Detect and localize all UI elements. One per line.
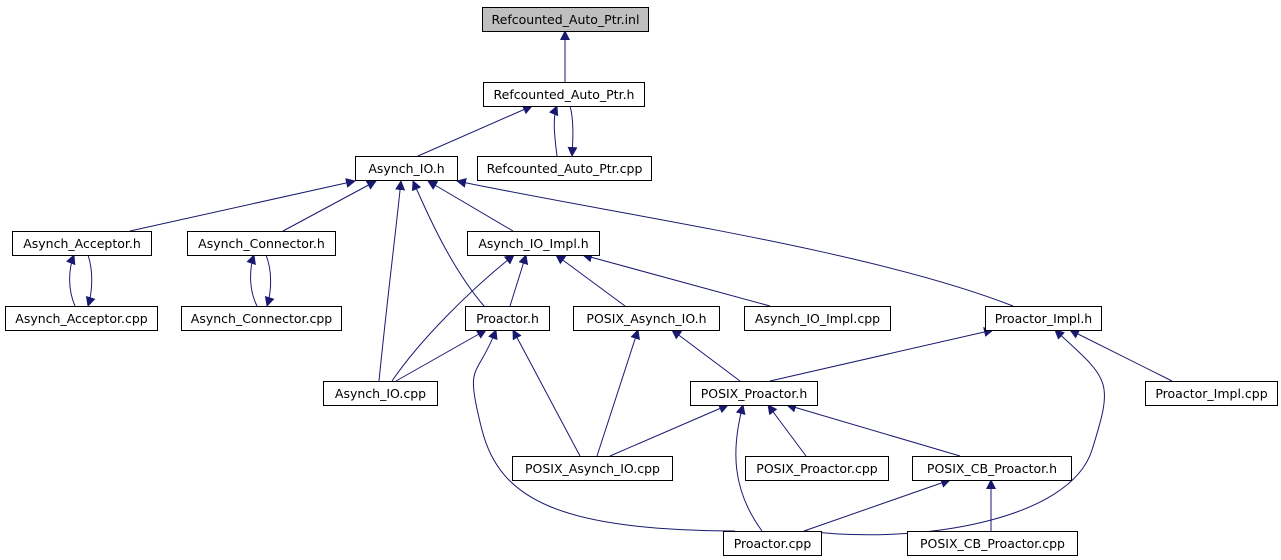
edge-ppro_cpp-to-ppro_h <box>767 404 807 457</box>
node-box <box>1145 381 1278 406</box>
node-paio_h[interactable]: POSIX_Asynch_IO.h <box>573 306 720 331</box>
node-box <box>323 381 438 406</box>
node-label: Asynch_IO.h <box>368 161 444 176</box>
node-box <box>181 306 342 331</box>
node-label: Asynch_IO.cpp <box>335 386 426 401</box>
node-aio_cpp[interactable]: Asynch_IO.cpp <box>323 381 438 406</box>
edge-pro_h-to-aioimpl_h <box>509 254 529 307</box>
node-pro_h[interactable]: Proactor.h <box>465 306 550 331</box>
node-box <box>744 306 891 331</box>
node-box <box>907 531 1078 556</box>
edge-pro_cpp-to-pro_h <box>472 329 736 532</box>
edge-aio_cpp-to-aioimpl_h <box>391 254 515 382</box>
edge-aio_h-to-rc_h <box>417 105 533 157</box>
edge-aioimpl_h-to-aio_h <box>427 180 514 232</box>
node-box <box>477 156 652 181</box>
node-label: Proactor.cpp <box>734 536 812 551</box>
node-proimpl_h[interactable]: Proactor_Impl.h <box>985 306 1102 331</box>
node-box <box>5 306 158 331</box>
node-label: POSIX_Proactor.h <box>701 386 808 401</box>
edge-pro_cpp-to-proimpl_h <box>804 329 1105 536</box>
edge-con_h-to-con_cpp <box>264 254 275 307</box>
node-box <box>512 456 673 481</box>
node-ppro_h[interactable]: POSIX_Proactor.h <box>690 381 818 406</box>
edges-layer <box>66 30 1173 536</box>
node-rc_h[interactable]: Refcounted_Auto_Ptr.h <box>483 82 645 107</box>
node-label: Proactor_Impl.h <box>995 311 1092 326</box>
edge-paio_cpp-to-pro_h <box>512 329 581 457</box>
node-box <box>12 231 152 256</box>
edge-acc_h-to-aio_h <box>129 178 356 232</box>
node-label: Asynch_Acceptor.cpp <box>15 311 147 326</box>
node-box <box>723 531 822 556</box>
node-pcb_cpp[interactable]: POSIX_CB_Proactor.cpp <box>907 531 1078 556</box>
node-paio_cpp[interactable]: POSIX_Asynch_IO.cpp <box>512 456 673 481</box>
node-aioimpl_h[interactable]: Asynch_IO_Impl.h <box>467 231 600 256</box>
edge-rc_cpp-to-rc_h <box>548 105 559 157</box>
edge-con_cpp-to-con_h <box>246 254 258 307</box>
node-box <box>573 306 720 331</box>
node-box <box>467 231 600 256</box>
node-pcb_h[interactable]: POSIX_CB_Proactor.h <box>912 456 1072 481</box>
node-pro_cpp[interactable]: Proactor.cpp <box>723 531 822 556</box>
node-label: POSIX_CB_Proactor.h <box>927 461 1057 476</box>
node-box <box>745 456 889 481</box>
node-box <box>465 306 550 331</box>
node-box <box>985 306 1102 331</box>
edge-acc_cpp-to-acc_h <box>66 254 76 307</box>
edge-aio_cpp-to-pro_h <box>395 329 487 382</box>
edge-aio_cpp-to-aio_h <box>378 180 406 382</box>
node-label: Proactor_Impl.cpp <box>1155 386 1267 401</box>
node-con_cpp[interactable]: Asynch_Connector.cpp <box>181 306 342 331</box>
edge-paio_cpp-to-ppro_h <box>609 403 729 457</box>
node-box <box>690 381 818 406</box>
node-label: Refcounted_Auto_Ptr.inl <box>492 12 640 27</box>
node-label: POSIX_Asynch_IO.h <box>586 311 706 326</box>
node-aioimpl_cpp[interactable]: Asynch_IO_Impl.cpp <box>744 306 891 331</box>
node-ppro_cpp[interactable]: POSIX_Proactor.cpp <box>745 456 889 481</box>
edge-paio_h-to-aioimpl_h <box>555 254 626 307</box>
node-rc_inl[interactable]: Refcounted_Auto_Ptr.inl <box>482 7 649 32</box>
node-acc_h[interactable]: Asynch_Acceptor.h <box>12 231 152 256</box>
edge-pro_cpp-to-pcb_h <box>803 478 951 532</box>
node-box <box>187 231 336 256</box>
edge-pro_cpp-to-ppro_h <box>735 404 763 532</box>
node-label: POSIX_CB_Proactor.cpp <box>920 536 1065 551</box>
node-label: Asynch_Connector.h <box>198 236 325 251</box>
node-label: Refcounted_Auto_Ptr.h <box>494 87 635 102</box>
node-rc_cpp[interactable]: Refcounted_Auto_Ptr.cpp <box>477 156 652 181</box>
edge-ppro_h-to-proimpl_h <box>769 327 994 382</box>
edge-con_h-to-aio_h <box>282 180 377 232</box>
edge-proimpl_h-to-aio_h <box>456 177 1014 307</box>
edge-pro_h-to-aio_h <box>412 180 485 307</box>
node-label: POSIX_Asynch_IO.cpp <box>525 461 660 476</box>
node-aio_h[interactable]: Asynch_IO.h <box>355 156 458 181</box>
node-label: Asynch_Connector.cpp <box>191 311 333 326</box>
node-label: POSIX_Proactor.cpp <box>756 461 877 476</box>
node-box <box>483 82 645 107</box>
node-acc_cpp[interactable]: Asynch_Acceptor.cpp <box>5 306 158 331</box>
node-label: Asynch_IO_Impl.cpp <box>755 311 880 326</box>
edge-ppro_h-to-paio_h <box>671 329 741 382</box>
node-box <box>912 456 1072 481</box>
node-box <box>355 156 458 181</box>
edge-aioimpl_cpp-to-aioimpl_h <box>582 252 771 307</box>
node-label: Refcounted_Auto_Ptr.cpp <box>487 161 643 176</box>
edge-acc_h-to-acc_cpp <box>85 254 96 307</box>
node-label: Asynch_Acceptor.h <box>23 236 141 251</box>
node-label: Asynch_IO_Impl.h <box>478 236 588 251</box>
edge-paio_cpp-to-paio_h <box>596 329 640 457</box>
edge-rc_h-to-rc_cpp <box>567 105 578 157</box>
edge-pcb_h-to-ppro_h <box>786 402 961 457</box>
node-box <box>482 7 649 32</box>
edge-proimpl_cpp-to-proimpl_h <box>1069 329 1173 382</box>
node-label: Proactor.h <box>476 311 539 326</box>
node-proimpl_cpp[interactable]: Proactor_Impl.cpp <box>1145 381 1278 406</box>
nodes-layer: Refcounted_Auto_Ptr.inlRefcounted_Auto_P… <box>5 7 1278 556</box>
node-con_h[interactable]: Asynch_Connector.h <box>187 231 336 256</box>
